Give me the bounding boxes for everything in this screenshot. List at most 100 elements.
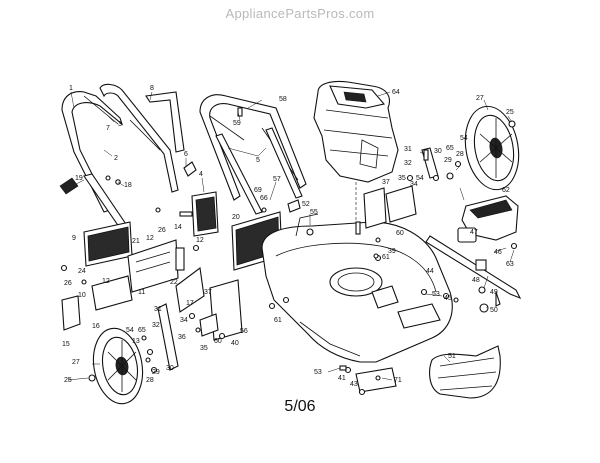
callout-c45: 45 bbox=[444, 295, 452, 302]
rear-door-panel bbox=[191, 191, 219, 237]
callout-c50: 50 bbox=[490, 307, 498, 314]
callout-c34b: 34 bbox=[410, 181, 418, 188]
callout-c8: 8 bbox=[150, 85, 154, 92]
rear-skirt bbox=[83, 221, 133, 267]
callout-c63: 63 bbox=[506, 261, 514, 268]
callout-c16: 16 bbox=[92, 323, 100, 330]
upper-handle-left bbox=[61, 91, 124, 213]
callout-c46: 46 bbox=[494, 249, 502, 256]
callout-c40: 40 bbox=[231, 340, 239, 347]
callout-c58: 58 bbox=[279, 96, 287, 103]
date-code: 5/06 bbox=[284, 398, 316, 415]
callout-c21: 21 bbox=[132, 238, 140, 245]
callout-c15: 15 bbox=[62, 341, 70, 348]
callout-c6: 6 bbox=[184, 151, 188, 158]
mower-blade bbox=[425, 227, 522, 313]
callout-c66: 66 bbox=[260, 195, 268, 202]
callout-c37a: 37 bbox=[204, 289, 212, 296]
callout-c7: 7 bbox=[106, 125, 110, 132]
callout-c29b: 29 bbox=[444, 157, 452, 164]
callout-c52: 52 bbox=[302, 201, 310, 208]
hardware bbox=[60, 107, 518, 382]
callout-c25b: 25 bbox=[64, 377, 72, 384]
callout-c59: 59 bbox=[233, 120, 241, 127]
callout-c32b: 32 bbox=[152, 322, 160, 329]
callout-c71: 71 bbox=[394, 377, 402, 384]
leader-lines bbox=[67, 91, 515, 381]
callout-c47: 47 bbox=[470, 229, 478, 236]
callout-c30b: 30 bbox=[166, 365, 174, 372]
callout-c29a: 29 bbox=[152, 369, 160, 376]
callout-c27b: 27 bbox=[72, 359, 80, 366]
callout-c60a: 60 bbox=[214, 338, 222, 345]
callout-c55: 55 bbox=[310, 209, 318, 216]
callout-c19: 19 bbox=[75, 175, 83, 182]
callout-c4: 4 bbox=[199, 171, 203, 178]
callout-c31a: 31 bbox=[404, 146, 412, 153]
callout-c60b: 60 bbox=[396, 230, 404, 237]
callout-c27a: 27 bbox=[476, 95, 484, 102]
callout-c57: 57 bbox=[273, 176, 281, 183]
callout-c22: 22 bbox=[170, 279, 178, 286]
rear-wheel-right bbox=[464, 105, 520, 191]
engine bbox=[313, 80, 399, 288]
callout-c10: 10 bbox=[78, 292, 86, 299]
callout-c51: 51 bbox=[448, 353, 456, 360]
callout-c14: 14 bbox=[174, 224, 182, 231]
callout-c36: 36 bbox=[178, 334, 186, 341]
callout-c2: 2 bbox=[114, 155, 118, 162]
callout-c54a: 54 bbox=[126, 327, 134, 334]
callout-c53b: 53 bbox=[314, 369, 322, 376]
callout-c31b: 31 bbox=[154, 306, 162, 313]
callout-c28b: 28 bbox=[456, 151, 464, 158]
callout-c43: 43 bbox=[350, 381, 358, 388]
callout-c54b: 54 bbox=[416, 175, 424, 182]
cable-clips bbox=[183, 161, 301, 213]
callout-c17: 17 bbox=[186, 300, 194, 307]
callout-c41: 41 bbox=[338, 375, 346, 382]
callout-c54c: 54 bbox=[460, 135, 468, 142]
callout-c1: 1 bbox=[69, 85, 73, 92]
callout-c26b: 26 bbox=[64, 280, 72, 287]
callout-c34a: 34 bbox=[180, 317, 188, 324]
right-height-adjuster bbox=[363, 147, 454, 229]
callout-c35b: 35 bbox=[398, 175, 406, 182]
lower-handle-right bbox=[215, 127, 303, 215]
upper-handle-bar bbox=[99, 83, 179, 193]
callout-c35a: 35 bbox=[200, 345, 208, 352]
callout-c24: 24 bbox=[78, 268, 86, 275]
callout-c39: 39 bbox=[388, 248, 396, 255]
callout-c20: 20 bbox=[232, 214, 240, 221]
callout-c32a: 32 bbox=[404, 160, 412, 167]
callout-c30: 30 bbox=[434, 148, 442, 155]
callout-c49: 49 bbox=[490, 289, 498, 296]
callout-c12a: 12 bbox=[146, 235, 154, 242]
callout-c13: 13 bbox=[132, 338, 140, 345]
callout-c18: 18 bbox=[124, 182, 132, 189]
callout-c65b: 65 bbox=[446, 145, 454, 152]
callout-c64: 64 bbox=[392, 89, 400, 96]
callout-c12b: 12 bbox=[196, 237, 204, 244]
callout-c61a: 61 bbox=[274, 317, 282, 324]
callout-c28a: 28 bbox=[146, 377, 154, 384]
callout-c62: 62 bbox=[502, 187, 510, 194]
callout-labels: 1 2 3 7 8 59 58 5 6 64 27 25 19 18 4 57 … bbox=[62, 85, 514, 388]
bottom-bracket bbox=[344, 366, 397, 396]
callout-c5: 5 bbox=[256, 157, 260, 164]
side-discharge-baffle bbox=[429, 345, 501, 399]
callout-c37b: 37 bbox=[382, 179, 390, 186]
callout-c12c: 12 bbox=[102, 278, 110, 285]
callout-c3: 3 bbox=[118, 121, 122, 128]
callout-c25a: 25 bbox=[506, 109, 514, 116]
front-wheel-left bbox=[92, 327, 144, 405]
watermark: AppliancePartsPros.com bbox=[225, 6, 375, 21]
callout-c9: 9 bbox=[72, 235, 76, 242]
mower-deck bbox=[261, 213, 453, 363]
callout-c26a: 26 bbox=[158, 227, 166, 234]
lower-handle-mid bbox=[129, 91, 185, 153]
callout-c11: 11 bbox=[138, 289, 145, 296]
callout-c53a: 53 bbox=[432, 291, 440, 298]
callout-c69: 69 bbox=[254, 187, 262, 194]
